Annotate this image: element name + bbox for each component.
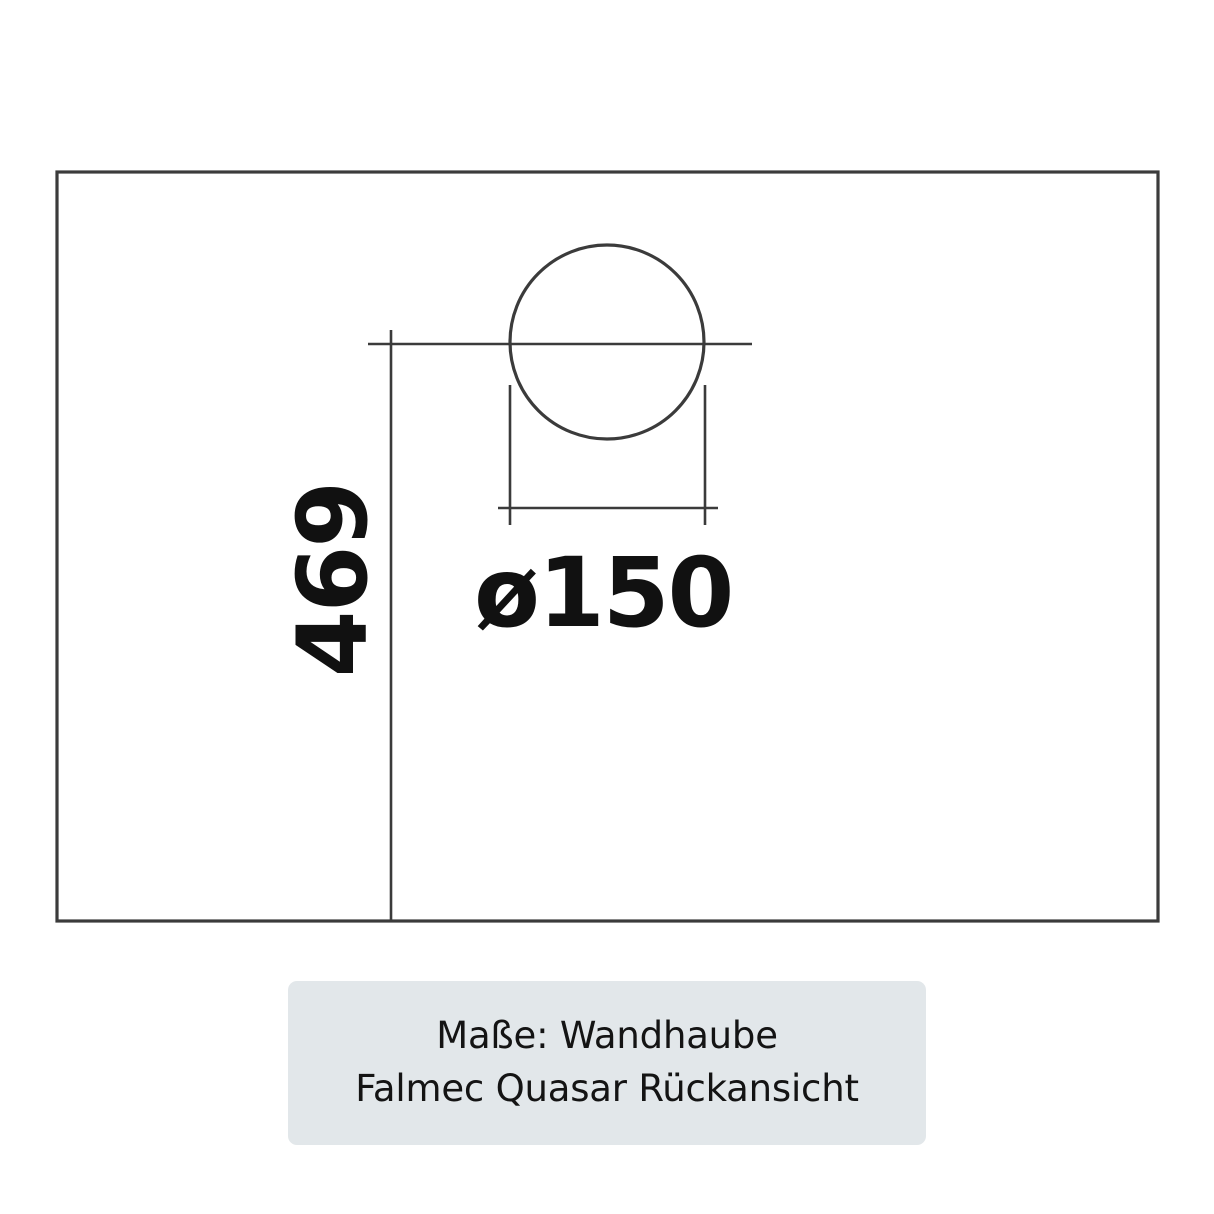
- hood-body-rectangle: [55, 170, 1160, 923]
- height-dimension-label: 469: [277, 482, 389, 678]
- caption-line-2: Falmec Quasar Rückansicht: [355, 1067, 859, 1110]
- caption-panel: Maße: Wandhaube Falmec Quasar Rückansich…: [288, 981, 926, 1145]
- diameter-dimension-label: ø150: [474, 537, 734, 649]
- caption-line-1: Maße: Wandhaube: [436, 1014, 778, 1058]
- duct-outlet-circle: [508, 243, 706, 441]
